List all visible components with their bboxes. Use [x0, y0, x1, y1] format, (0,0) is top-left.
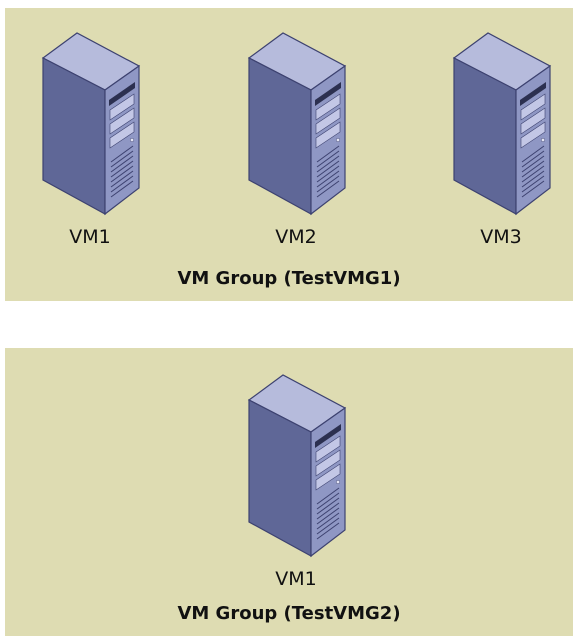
vm-group-2: VM1 VM Group (TestVMG2)	[5, 348, 573, 636]
vm-label: VM1	[69, 226, 111, 248]
server-tower-icon	[446, 28, 556, 218]
server-tower-icon	[241, 28, 351, 218]
vm-node[interactable]: VM1	[35, 28, 145, 248]
vm-node[interactable]: VM2	[241, 28, 351, 248]
vm-group-1: VM1 VM2 VM3 VM Group (TestVMG1)	[5, 8, 573, 301]
vm-label: VM2	[275, 226, 317, 248]
server-tower-icon	[241, 370, 351, 560]
vm-node[interactable]: VM1	[241, 370, 351, 590]
vm-node[interactable]: VM3	[446, 28, 556, 248]
group-title: VM Group (TestVMG1)	[177, 268, 401, 289]
vm-label: VM3	[480, 226, 522, 248]
vm-label: VM1	[275, 568, 317, 590]
group-title: VM Group (TestVMG2)	[177, 603, 401, 624]
server-tower-icon	[35, 28, 145, 218]
